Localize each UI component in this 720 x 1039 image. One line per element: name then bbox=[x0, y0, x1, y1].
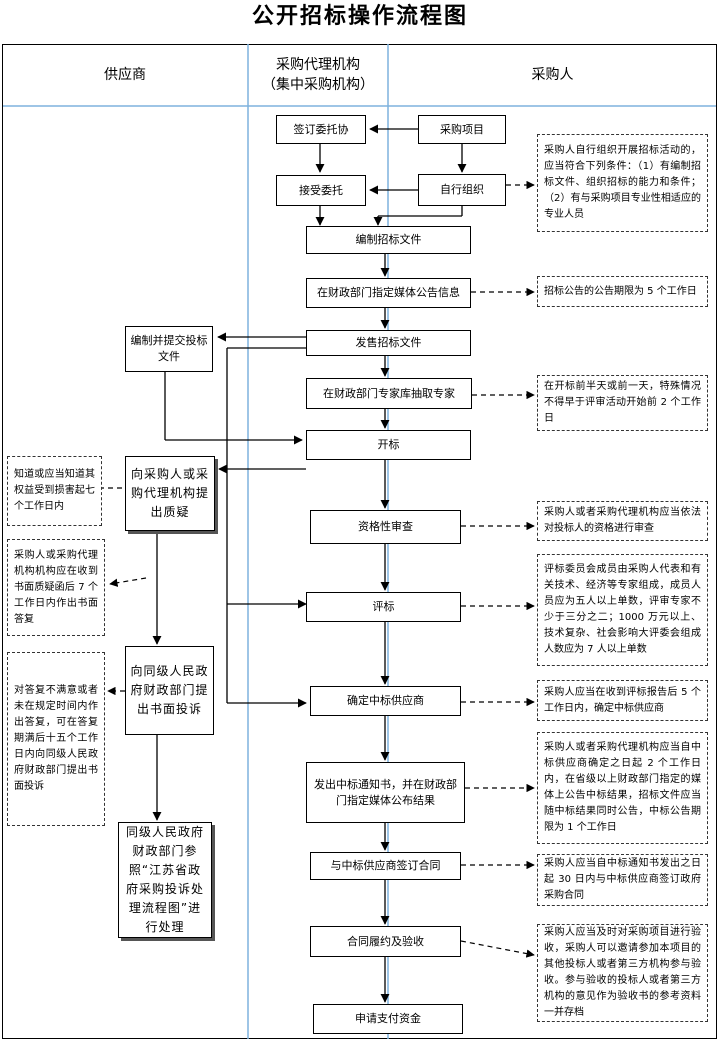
node-draw-experts: 在财政部门专家库抽取专家 bbox=[306, 378, 472, 409]
node-sign-entrust: 签订委托协 bbox=[276, 115, 366, 144]
note-question-deadline: 知道或应当知道其权益受到损害起七个工作日内 bbox=[7, 456, 102, 526]
node-sell-docs: 发售招标文件 bbox=[306, 330, 471, 356]
note-expert-draw-time: 在开标前半天或前一天，特殊情况不得早于评审活动开始前 2 个工作日 bbox=[537, 375, 708, 431]
solid-arrows bbox=[152, 124, 467, 1003]
note-complaint-deadline: 对答复不满意或者未在规定时间内作出答复，可在答复期满后十五个工作日内向同级人民政… bbox=[7, 652, 105, 826]
node-prepare-docs: 编制招标文件 bbox=[306, 226, 471, 254]
node-qualification: 资格性审查 bbox=[310, 510, 461, 544]
node-prepare-bid: 编制并提交投标文件 bbox=[125, 326, 213, 372]
node-purchase-project: 采购项目 bbox=[418, 115, 506, 144]
node-complaint-process: 同级人民政府财政部门参照“江苏省政府采购投诉处理流程图”进行处理 bbox=[118, 822, 212, 938]
node-question: 向采购人或采购代理机构提出质疑 bbox=[125, 456, 215, 531]
note-acceptance: 采购人应当及时对采购项目进行验收，采购人可以邀请参加本项目的其他投标人或者第三方… bbox=[537, 924, 708, 1022]
node-self-organize: 自行组织 bbox=[418, 174, 506, 206]
node-sign-contract: 与中标供应商签订合同 bbox=[310, 852, 461, 880]
node-complaint: 向同级人民政府财政部门提出书面投诉 bbox=[125, 646, 214, 735]
note-contract-deadline: 采购人应当自中标通知书发出之日起 30 日内与中标供应商签订政府采购合同 bbox=[537, 854, 708, 906]
node-notify-publish: 发出中标通知书，并在财政部门指定媒体公布结果 bbox=[306, 762, 465, 823]
node-publish-notice: 在财政部门指定媒体公告信息 bbox=[306, 278, 471, 308]
note-reply-deadline: 采购人或采购代理机构机构应在收到书面质疑函后 7 个工作日内作出书面答复 bbox=[7, 539, 105, 636]
node-perform-accept: 合同履约及验收 bbox=[310, 926, 461, 957]
lane-header-purchaser: 采购人 bbox=[389, 44, 716, 106]
node-evaluate: 评标 bbox=[306, 592, 461, 622]
note-qualification-review: 采购人或者采购代理机构应当依法对投标人的资格进行审查 bbox=[537, 501, 708, 541]
node-accept-entrust: 接受委托 bbox=[276, 175, 366, 206]
lane-header-agency: 采购代理机构 （集中采购机构） bbox=[248, 44, 388, 106]
lane-purchaser-label: 采购人 bbox=[531, 67, 574, 83]
node-apply-payment: 申请支付资金 bbox=[313, 1004, 463, 1034]
lane-supplier-label: 供应商 bbox=[104, 67, 146, 83]
node-open-bid: 开标 bbox=[306, 430, 471, 460]
note-announce-result: 采购人或者采购代理机构应当自中标供应商确定之日起 2 个工作日内，在省级以上财政… bbox=[537, 732, 708, 844]
note-committee: 评标委员会成员由采购人代表和有关技术、经济等专家组成，成员人员应为五人以上单数，… bbox=[537, 554, 708, 666]
node-determine-winner: 确定中标供应商 bbox=[310, 686, 461, 716]
note-self-org-conditions: 采购人自行组织开展招标活动的，应当符合下列条件：（1）有编制招标文件、组织招标的… bbox=[537, 134, 708, 232]
note-notice-period: 招标公告的公告期限为 5 个工作日 bbox=[537, 276, 708, 307]
note-determine-deadline: 采购人应当在收到评标报告后 5 个工作日内，确定中标供应商 bbox=[537, 680, 708, 721]
lane-agency-label: 采购代理机构 bbox=[276, 57, 360, 73]
lane-agency-sublabel: （集中采购机构） bbox=[262, 77, 374, 93]
page-title: 公开招标操作流程图 bbox=[251, 4, 468, 29]
lane-header-supplier: 供应商 bbox=[3, 44, 247, 106]
dashed-arrows bbox=[93, 180, 535, 958]
